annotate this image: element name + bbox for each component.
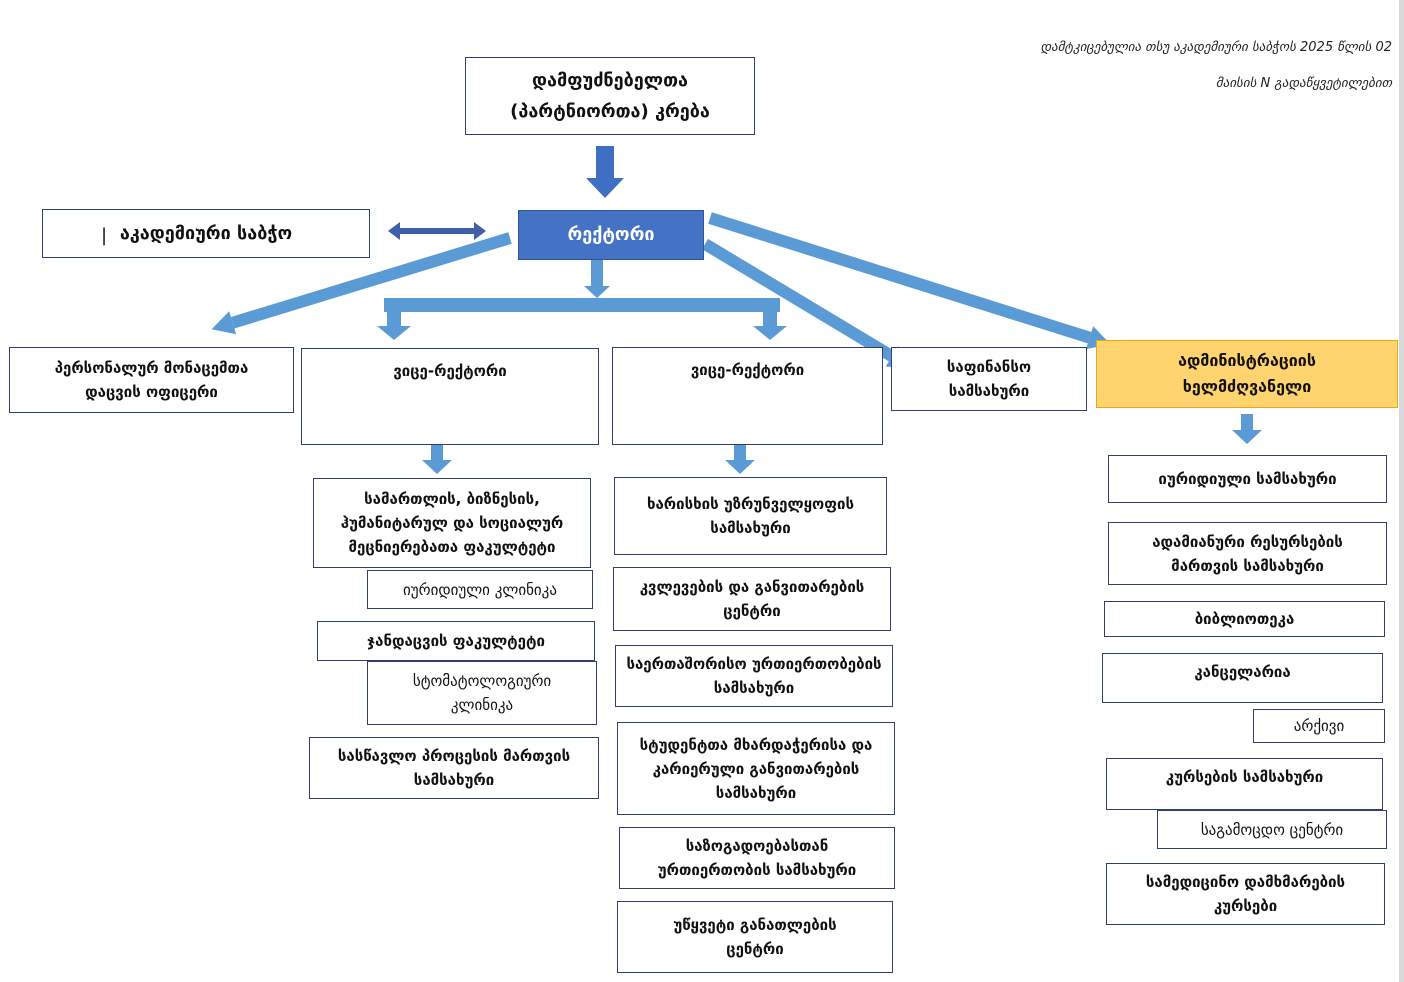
board-box: დამფუძნებელთა (პარტნიორთა) კრება [465, 57, 755, 135]
student-support-box: სტუდენტთა მხარდაჭერისა და კარიერული განვ… [617, 722, 895, 815]
arrow-to-vice2 [753, 312, 787, 340]
arrow-to-vice1 [377, 312, 411, 340]
public-relations-box: საზოგადოებასთან ურთიერთობის სამსახური [619, 827, 895, 889]
arrow-vice1-down [422, 445, 452, 474]
arrow-rector-down [584, 260, 610, 298]
hr-management-box: ადამიანური რესურსების მართვის სამსახური [1108, 522, 1387, 585]
faculty-law-business-box: სამართლის, ბიზნესის, ჰუმანიტარულ და სოცი… [313, 478, 591, 568]
arrow-vice2-down [725, 445, 755, 474]
approval-note-line1: დამტკიცებულია თსუ აკადემიური საბჭოს 2025… [1040, 40, 1392, 55]
legal-clinic-box: იურიდიული კლინიკა [367, 570, 593, 609]
international-relations-box: საერთაშორისო ურთიერთობების სამსახური [615, 645, 893, 707]
legal-service-box: იურიდიული სამსახური [1108, 455, 1387, 503]
faculty-health-box: ჯანდაცვის ფაკულტეტი [317, 621, 595, 661]
approval-note-line2: მაისის N გადაწყვეტილებით [1215, 76, 1392, 91]
rector-box: რექტორი [518, 210, 704, 260]
testing-center-box: საგამოცდო ცენტრი [1157, 810, 1387, 849]
dental-clinic-box: სტომატოლოგიური კლინიკა [367, 661, 597, 725]
data-protection-officer-box: პერსონალურ მონაცემთა დაცვის ოფიცერი [9, 347, 294, 413]
branch-bar [384, 298, 780, 312]
finance-service-box: საფინანსო სამსახური [891, 347, 1087, 411]
academic-council-label: აკადემიური საბჭო [119, 222, 293, 244]
preparatory-courses-box: სამედიცინო დამხმარების კურსები [1106, 863, 1385, 925]
library-box: ბიბლიოთეკა [1104, 601, 1385, 637]
arrow-to-data-protection [211, 232, 512, 335]
vice-rector-2-box: ვიცე-რექტორი [612, 347, 883, 445]
academic-council-box: | აკადემიური საბჭო [42, 209, 370, 258]
chancellery-box: კანცელარია [1102, 653, 1383, 703]
academic-council-marker: | [101, 225, 108, 246]
vice-rector-1-box: ვიცე-რექტორი [301, 348, 599, 445]
arrow-admin-down [1232, 414, 1262, 444]
arrow-council-rector [388, 222, 486, 240]
arrow-board-to-rector [586, 146, 624, 198]
page-edge [1399, 0, 1404, 982]
continuing-education-box: უწყვეტი განათლების ცენტრი [617, 901, 893, 973]
administration-head-box: ადმინისტრაციის ხელმძღვანელი [1096, 340, 1398, 408]
research-center-box: კვლევების და განვითარების ცენტრი [613, 567, 891, 631]
study-process-service-box: სასწავლო პროცესის მართვის სამსახური [309, 737, 599, 799]
courses-service-box: კურსების სამსახური [1106, 758, 1383, 810]
quality-assurance-box: ხარისხის უზრუნველყოფის სამსახური [614, 477, 887, 555]
archive-box: არქივი [1253, 709, 1385, 743]
